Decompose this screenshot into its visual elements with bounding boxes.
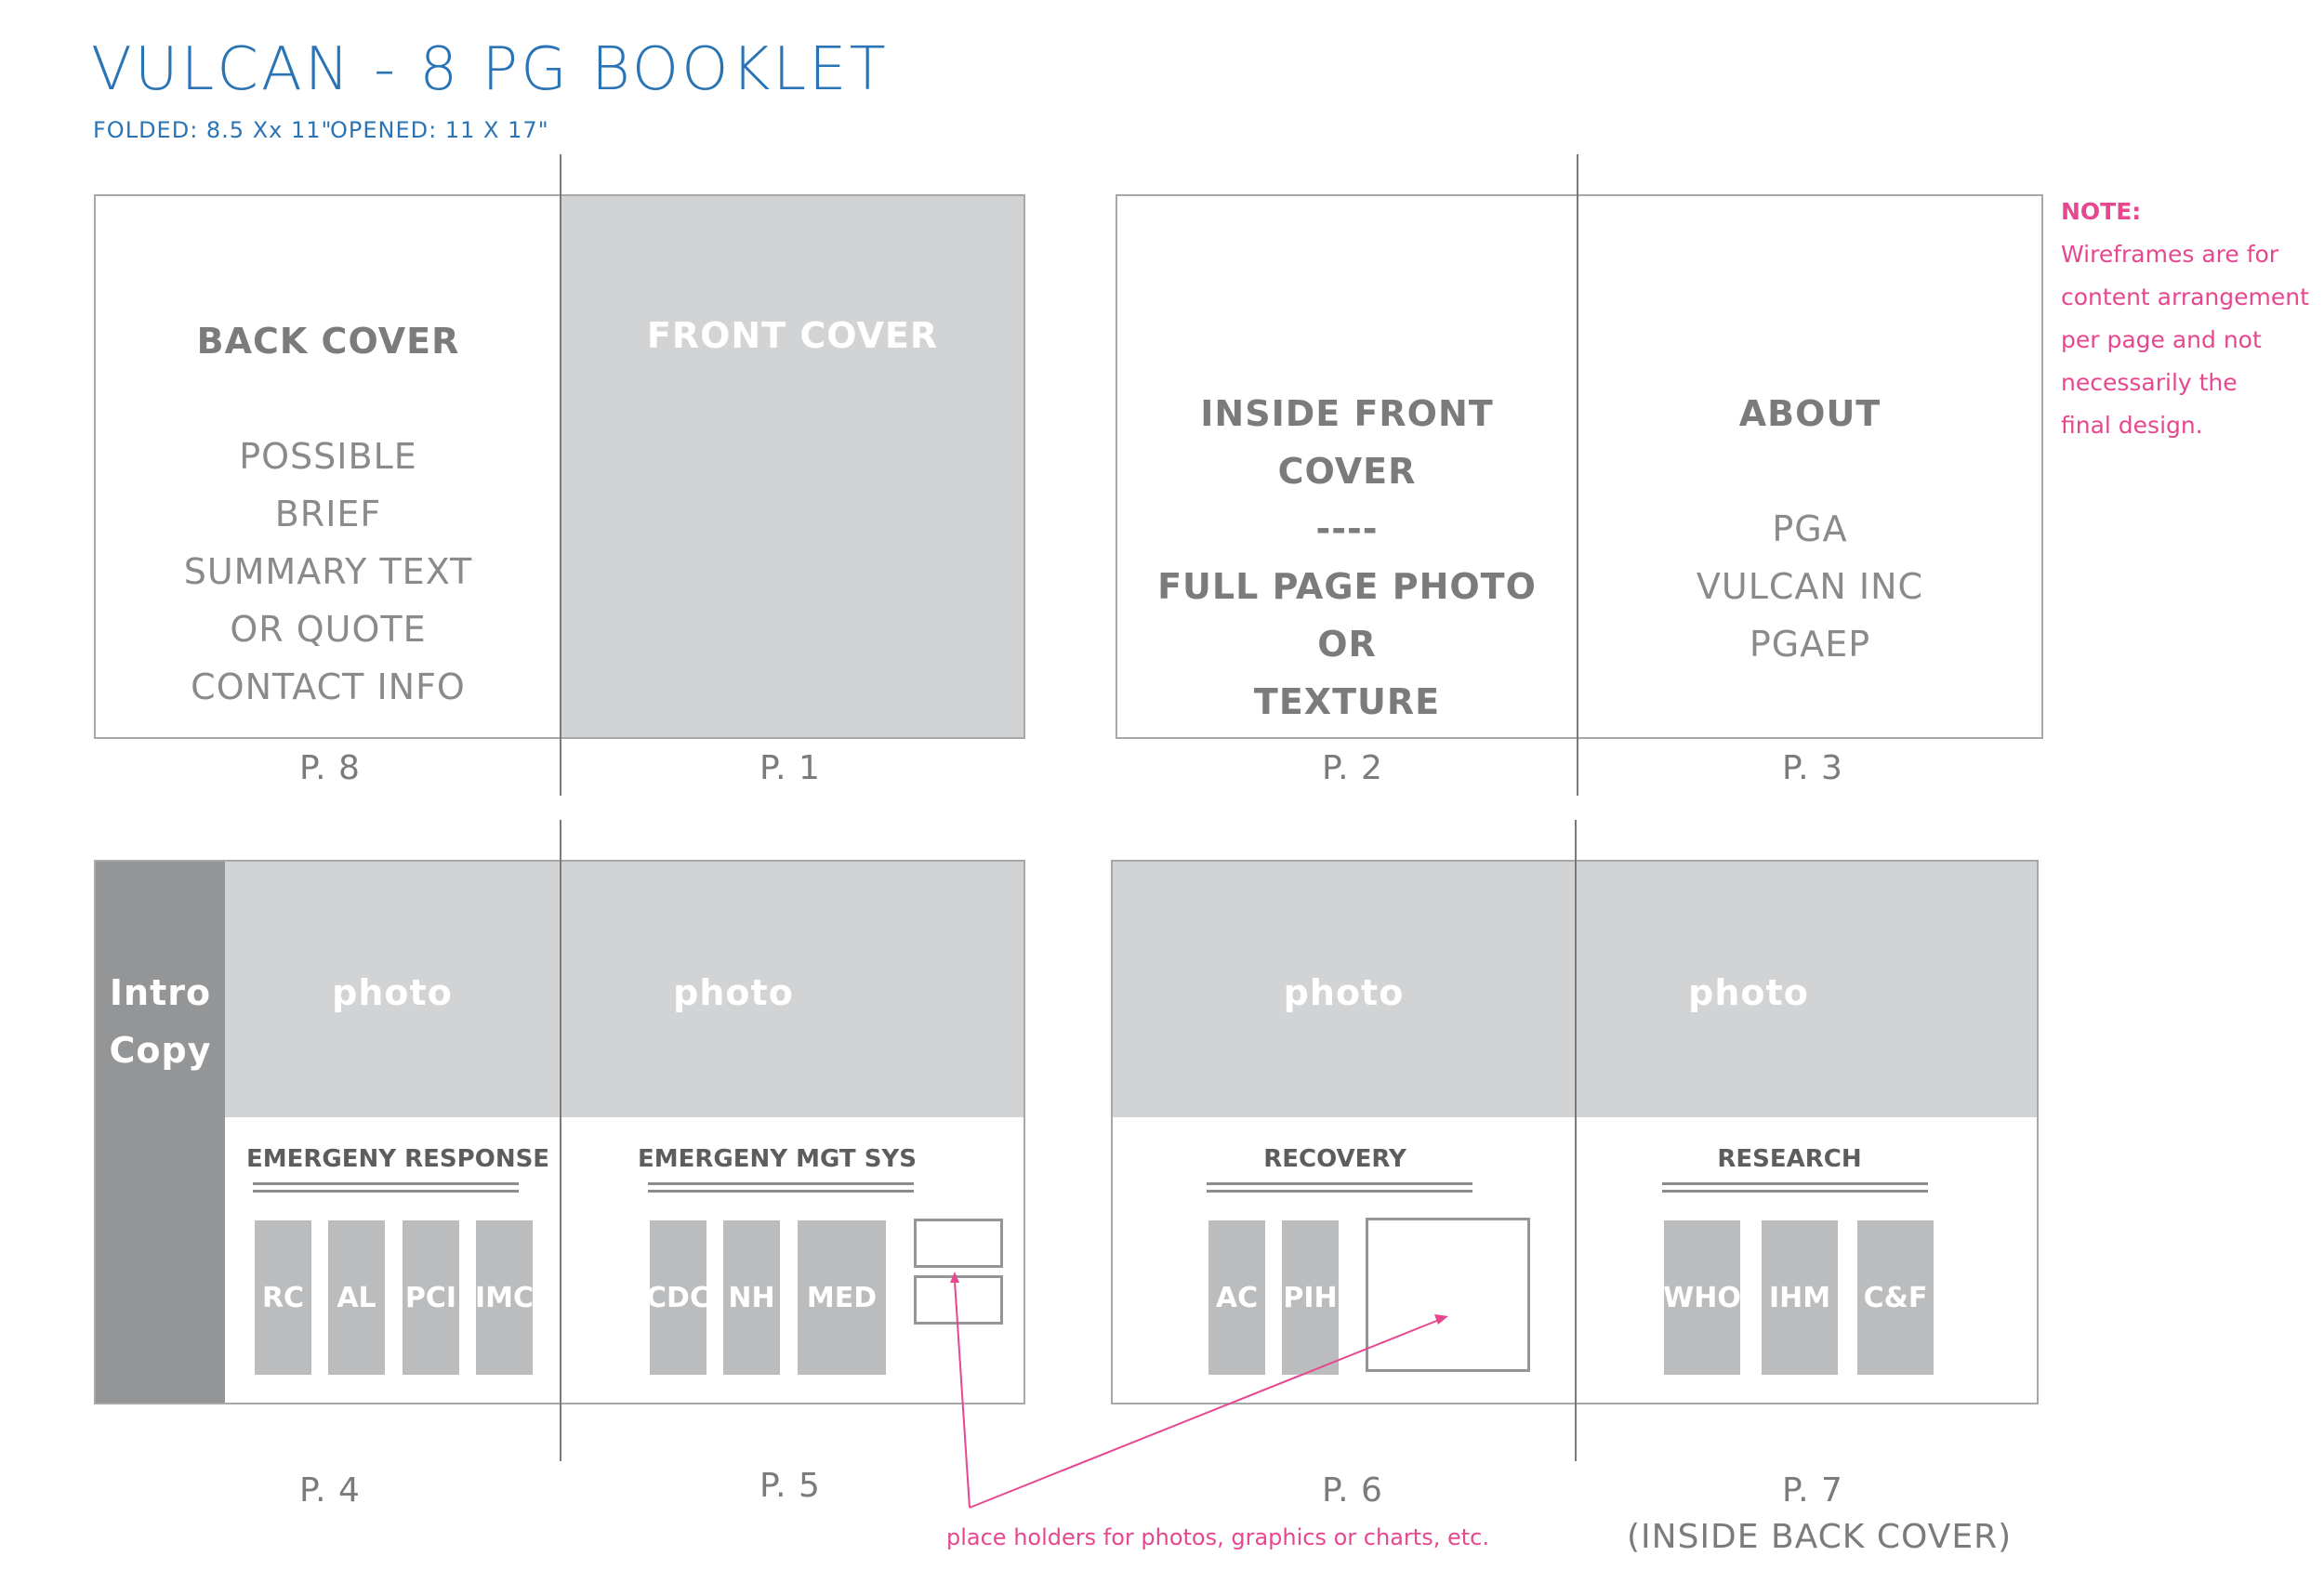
back-cover-heading: BACK COVER (196, 321, 460, 362)
callout-line (954, 1280, 971, 1509)
note-line: necessarily the (2061, 369, 2238, 396)
section-rule (1662, 1182, 1928, 1185)
section-rule (1207, 1182, 1472, 1185)
photo-placeholder-p6: photo (1283, 972, 1405, 1013)
tile-med: MED (798, 1220, 886, 1375)
page-label-p1: P. 1 (759, 749, 821, 787)
section-heading-p7: RESEARCH (1717, 1145, 1862, 1173)
front-cover-panel (561, 196, 1023, 737)
back-cover-line: OR QUOTE (230, 609, 427, 650)
section-heading-p5: EMERGENY MGT SYS (638, 1145, 917, 1173)
tile-ac: AC (1208, 1220, 1265, 1375)
page-label-p7-sub: (INSIDE BACK COVER) (1627, 1518, 2013, 1556)
section-rule (648, 1182, 914, 1185)
section-rule (253, 1190, 519, 1193)
inside-front-line: OR (1317, 624, 1377, 665)
page-label-p6: P. 6 (1322, 1471, 1383, 1510)
intro-line: Copy (109, 1030, 212, 1071)
tile-nh: NH (723, 1220, 780, 1375)
page-label-p7: P. 7 (1782, 1471, 1843, 1510)
about-body: PGA VULCAN INC PGAEP (1578, 500, 2041, 673)
folded-size: FOLDED: 8.5 Xx 11" (93, 117, 333, 143)
page-label-p3: P. 3 (1782, 749, 1843, 787)
tile-cf: C&F (1857, 1220, 1934, 1375)
tile-who: WHO (1663, 1220, 1741, 1375)
tile-ihm: IHM (1762, 1220, 1838, 1375)
back-cover-line: SUMMARY TEXT (183, 551, 473, 592)
intro-copy-text: Intro Copy (96, 964, 225, 1079)
fold-line (560, 154, 561, 796)
inside-front-line: TEXTURE (1253, 681, 1441, 722)
placeholder-box (1366, 1218, 1530, 1372)
note-line: Wireframes are for (2061, 241, 2279, 268)
tile-pih: PIH (1282, 1220, 1339, 1375)
tile-rc: RC (255, 1220, 311, 1375)
about-line: PGA (1772, 508, 1848, 549)
back-cover-body: POSSIBLE BRIEF SUMMARY TEXT OR QUOTE CON… (96, 428, 561, 716)
intro-copy-panel (96, 862, 225, 1403)
tile-al: AL (328, 1220, 385, 1375)
tile-cdc: CDC (646, 1220, 710, 1375)
fold-line (1575, 820, 1577, 1461)
section-rule (1207, 1190, 1472, 1193)
back-cover-line: BRIEF (274, 494, 382, 534)
spread-p2-p3 (1116, 194, 2043, 739)
placeholder-box (914, 1219, 1003, 1268)
back-cover-line: CONTACT INFO (191, 666, 466, 707)
note-line: per page and not (2061, 326, 2262, 353)
opened-size: OPENED: 11 X 17" (330, 117, 549, 143)
section-rule (253, 1182, 519, 1185)
page-label-p4: P. 4 (299, 1471, 361, 1510)
fold-line (1577, 154, 1578, 796)
section-heading-p4: EMERGENY RESPONSE (246, 1145, 550, 1173)
inside-front-line: INSIDE FRONT (1200, 393, 1494, 434)
note-line: content arrangement (2061, 283, 2309, 310)
page-label-p8: P. 8 (299, 749, 361, 787)
arrowhead-icon (1434, 1314, 1448, 1325)
tile-pci: PCI (403, 1220, 459, 1375)
section-rule (1662, 1190, 1928, 1193)
page-label-p2: P. 2 (1322, 749, 1383, 787)
photo-placeholder-p4: photo (332, 972, 453, 1013)
section-heading-p6: RECOVERY (1263, 1145, 1406, 1173)
about-heading: ABOUT (1738, 393, 1882, 434)
arrowhead-icon (950, 1272, 959, 1283)
page-title: VULCAN - 8 PG BOOKLET (91, 35, 889, 104)
section-rule (648, 1190, 914, 1193)
note-heading: NOTE: (2061, 198, 2142, 225)
fold-line (560, 820, 561, 1461)
note-line: final design. (2061, 412, 2203, 439)
photo-placeholder-p5: photo (673, 972, 794, 1013)
back-cover-line: POSSIBLE (239, 436, 417, 477)
callout-text: place holders for photos, graphics or ch… (946, 1524, 1489, 1550)
inside-front-cover-text: INSIDE FRONT COVER ---- FULL PAGE PHOTO … (1117, 385, 1577, 731)
tile-imc: IMC (475, 1220, 534, 1375)
about-line: VULCAN INC (1696, 566, 1924, 607)
inside-front-line: COVER (1277, 451, 1417, 492)
inside-front-line: ---- (1315, 508, 1379, 549)
intro-line: Intro (109, 972, 212, 1013)
callout-line (969, 1319, 1440, 1509)
photo-placeholder-p7: photo (1688, 972, 1809, 1013)
page-label-p5: P. 5 (759, 1467, 821, 1505)
inside-front-line: FULL PAGE PHOTO (1157, 566, 1537, 607)
about-line: PGAEP (1749, 624, 1871, 665)
wireframe-note: NOTE: Wireframes are for content arrange… (2061, 191, 2321, 447)
photo-panel (225, 862, 1023, 1117)
placeholder-box (914, 1275, 1003, 1325)
front-cover-heading: FRONT COVER (646, 315, 939, 356)
